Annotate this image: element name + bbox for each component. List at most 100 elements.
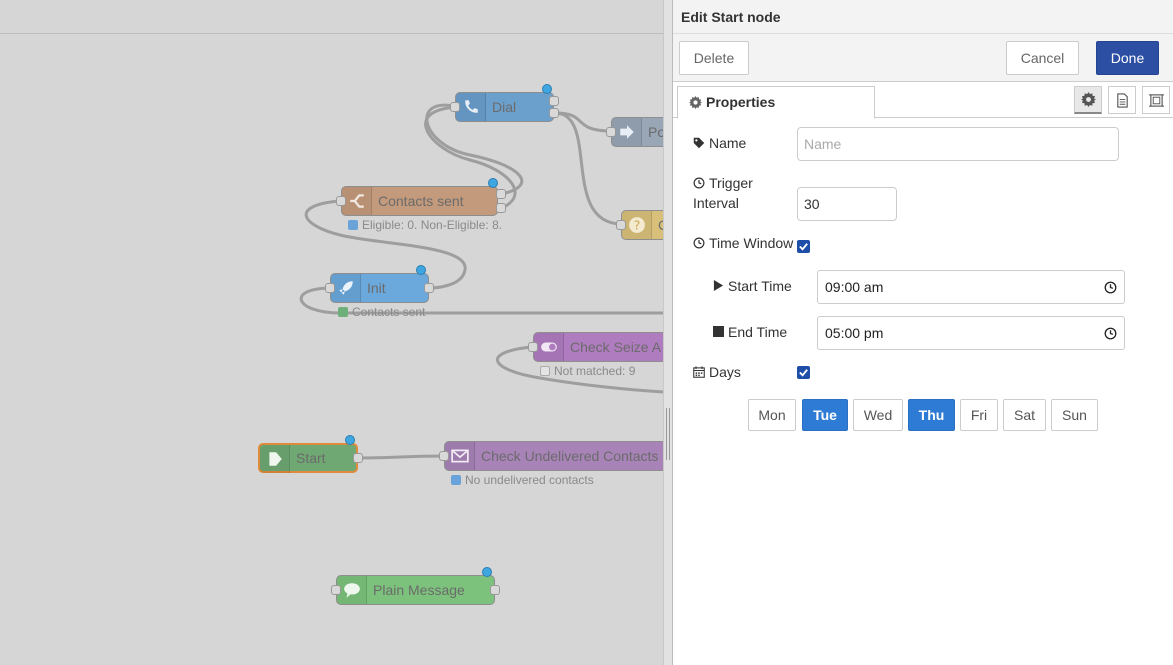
start-time-input[interactable]: 09:00 am xyxy=(817,270,1125,304)
tray-toolbar: Delete Cancel Done xyxy=(673,34,1173,82)
input-port[interactable] xyxy=(325,283,335,293)
stop-icon xyxy=(713,326,724,337)
node-label: Plain Message xyxy=(373,582,465,598)
svg-text:?: ? xyxy=(633,219,640,233)
input-port[interactable] xyxy=(336,196,346,206)
node-label: Check Undelivered Contacts xyxy=(481,448,659,464)
name-input[interactable] xyxy=(797,127,1119,161)
output-port[interactable] xyxy=(496,203,506,213)
checkmark-icon xyxy=(799,369,808,377)
switch-icon xyxy=(342,187,372,215)
tray-tabs: Properties xyxy=(673,82,1173,119)
envelope-icon xyxy=(445,442,475,470)
node-label: Po xyxy=(648,124,666,140)
play-icon xyxy=(713,280,724,291)
arrow-right-icon xyxy=(260,445,290,473)
phone-icon xyxy=(456,93,486,121)
changed-indicator-dot xyxy=(488,178,498,188)
document-icon xyxy=(1116,92,1128,108)
input-port[interactable] xyxy=(606,127,616,137)
output-port[interactable] xyxy=(549,108,559,118)
changed-indicator-dot xyxy=(345,435,355,445)
name-label: Name xyxy=(693,133,746,153)
output-port[interactable] xyxy=(496,189,506,199)
node-dial[interactable]: Dial xyxy=(455,92,554,122)
node-label: Init xyxy=(367,280,386,296)
node-plain-message[interactable]: Plain Message xyxy=(336,575,495,605)
time-window-label: Time Window xyxy=(693,233,793,253)
clock-icon xyxy=(693,237,705,249)
tab-appearance-button[interactable] xyxy=(1142,86,1170,114)
start-time-value: 09:00 am xyxy=(825,279,884,295)
node-label: Check Seize A xyxy=(570,339,662,355)
output-port[interactable] xyxy=(353,453,363,463)
toggle-icon xyxy=(534,333,564,361)
clock-icon[interactable] xyxy=(1104,281,1117,294)
panel-splitter[interactable] xyxy=(663,0,673,665)
cancel-button[interactable]: Cancel xyxy=(1006,41,1079,75)
node-po[interactable]: Po xyxy=(611,117,672,147)
end-time-input[interactable]: 05:00 pm xyxy=(817,316,1125,350)
end-time-label: End Time xyxy=(713,322,787,342)
node-check-undelivered[interactable]: Check Undelivered Contacts xyxy=(444,441,672,471)
gear-icon xyxy=(689,96,702,109)
node-init[interactable]: Init xyxy=(330,273,429,303)
node-status: Contacts sent xyxy=(338,305,425,319)
rocket-icon xyxy=(331,274,361,302)
node-check-seize[interactable]: Check Seize A xyxy=(533,332,672,362)
changed-indicator-dot xyxy=(482,567,492,577)
output-port[interactable] xyxy=(549,96,559,106)
node-label: Dial xyxy=(492,99,517,115)
tab-settings-button[interactable] xyxy=(1074,86,1102,114)
output-port[interactable] xyxy=(490,585,500,595)
tab-properties[interactable]: Properties xyxy=(677,86,875,119)
delete-button[interactable]: Delete xyxy=(679,41,749,75)
node-status: No undelivered contacts xyxy=(451,473,594,487)
question-icon: ? xyxy=(622,211,652,239)
input-port[interactable] xyxy=(331,585,341,595)
start-time-label: Start Time xyxy=(713,276,792,296)
clock-icon xyxy=(693,177,705,189)
input-port[interactable] xyxy=(450,102,460,112)
node-contacts-sent[interactable]: Contacts sent xyxy=(341,186,498,216)
flow-wires xyxy=(299,103,665,460)
tab-label: Properties xyxy=(706,94,776,110)
day-button-fri[interactable]: Fri xyxy=(960,399,998,431)
workspace-header xyxy=(0,0,672,34)
day-button-sun[interactable]: Sun xyxy=(1051,399,1098,431)
calendar-icon xyxy=(693,366,705,378)
input-port[interactable] xyxy=(616,220,626,230)
days-label: Days xyxy=(693,362,741,382)
flow-workspace[interactable]: Dial Po Contacts sent Eligible: 0. Non-E… xyxy=(0,0,672,665)
gear-icon xyxy=(1080,92,1096,107)
tab-description-button[interactable] xyxy=(1108,86,1136,114)
end-time-value: 05:00 pm xyxy=(825,325,884,341)
time-window-checkbox[interactable] xyxy=(797,240,810,253)
tray-title: Edit Start node xyxy=(673,0,1173,34)
day-button-sat[interactable]: Sat xyxy=(1003,399,1046,431)
day-button-wed[interactable]: Wed xyxy=(853,399,903,431)
day-button-thu[interactable]: Thu xyxy=(908,399,955,431)
clock-icon[interactable] xyxy=(1104,327,1117,340)
done-button[interactable]: Done xyxy=(1096,41,1159,75)
changed-indicator-dot xyxy=(542,84,552,94)
node-label: Start xyxy=(296,450,326,466)
days-checkbox[interactable] xyxy=(797,366,810,379)
splitter-grip[interactable] xyxy=(666,408,670,460)
trigger-interval-input[interactable] xyxy=(797,187,897,221)
output-port[interactable] xyxy=(424,283,434,293)
node-status: Eligible: 0. Non-Eligible: 8. xyxy=(348,218,502,232)
day-button-mon[interactable]: Mon xyxy=(748,399,796,431)
arrow-right-icon xyxy=(612,118,642,146)
changed-indicator-dot xyxy=(416,265,426,275)
checkmark-icon xyxy=(799,243,808,251)
node-label: Contacts sent xyxy=(378,193,464,209)
speech-bubble-icon xyxy=(337,576,367,604)
node-start[interactable]: Start xyxy=(258,443,358,473)
edit-tray: Edit Start node Delete Cancel Done Prope… xyxy=(672,0,1173,665)
day-button-tue[interactable]: Tue xyxy=(802,399,848,431)
input-port[interactable] xyxy=(528,342,538,352)
frame-icon xyxy=(1148,93,1164,107)
input-port[interactable] xyxy=(439,451,449,461)
